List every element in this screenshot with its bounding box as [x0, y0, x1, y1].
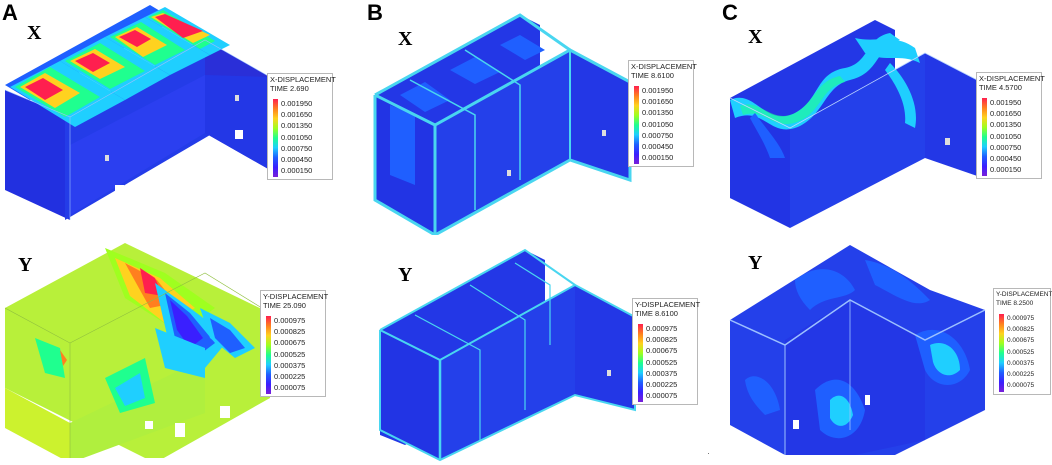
direction-label-c-x: X [748, 26, 763, 48]
legend-value: 0.000375 [274, 360, 306, 370]
legend-colorbar [638, 324, 643, 402]
legend-colorbar [999, 314, 1004, 392]
legend-value: 0.000150 [990, 165, 1022, 175]
legend-time: TIME 8.6100 [631, 71, 674, 80]
legend-value: 0.000075 [1007, 382, 1035, 390]
legend-value: 0.000825 [1007, 326, 1035, 334]
legend-value: 0.001050 [642, 119, 674, 129]
legend-value: 0.000150 [642, 153, 674, 163]
legend-a-x: X-DISPLACEMENT TIME 2.690 0.001950 0.001… [267, 73, 336, 180]
legend-value: 0.000750 [990, 142, 1022, 152]
legend-value: 0.000525 [1007, 348, 1035, 356]
legend-value: 0.000750 [642, 130, 674, 140]
stray-dot [708, 453, 709, 454]
legend-b-y: Y-DISPLACEMENT TIME 8.6100 0.000975 0.00… [632, 298, 701, 405]
legend-value: 0.000675 [1007, 337, 1035, 345]
legend-time: TIME 2.690 [270, 84, 309, 93]
legend-colorbar [982, 98, 987, 176]
legend-c-x: X-DISPLACEMENT TIME 4.5700 0.001950 0.00… [976, 72, 1045, 179]
legend-a-y: Y-DISPLACEMENT TIME 25.090 0.000975 0.00… [260, 290, 329, 397]
fem-model-b-x [373, 13, 632, 235]
legend-value: 0.000975 [274, 316, 306, 325]
fem-model-a-x [5, 5, 271, 220]
legend-value: 0.001350 [281, 121, 313, 131]
legend-value: 0.001050 [990, 131, 1022, 141]
panel-letter-c: C [722, 0, 738, 25]
legend-value: 0.000825 [646, 335, 678, 345]
legend-value: 0.000450 [281, 155, 313, 165]
legend-value: 0.001050 [281, 132, 313, 142]
legend-time: TIME 8.2500 [996, 300, 1034, 307]
legend-time: TIME 25.090 [263, 301, 306, 310]
legend-value: 0.000525 [274, 349, 306, 359]
fem-model-c-y [729, 245, 986, 455]
legend-title: X-DISPLACEMENT [979, 74, 1045, 83]
legend-value: 0.000675 [274, 338, 306, 348]
legend-value: 0.000675 [646, 346, 678, 356]
direction-label-a-x: X [27, 22, 42, 44]
legend-value: 0.000075 [646, 391, 678, 401]
direction-label-c-y: Y [748, 252, 763, 274]
legend-b-x: X-DISPLACEMENT TIME 8.6100 0.001950 0.00… [628, 60, 697, 167]
legend-value: 0.000375 [646, 368, 678, 378]
legend-colorbar [266, 316, 271, 394]
legend-value: 0.000225 [646, 380, 678, 390]
legend-value: 0.001650 [642, 97, 674, 107]
direction-label-b-x: X [398, 28, 413, 50]
legend-value: 0.000150 [281, 166, 313, 176]
fem-model-a-y [5, 243, 271, 458]
legend-c-y: Y-DISPLACEMENT TIME 8.2500 0.000975 0.00… [993, 288, 1052, 395]
legend-value: 0.000525 [646, 357, 678, 367]
legend-value: 0.001650 [990, 109, 1022, 119]
legend-value: 0.000450 [642, 142, 674, 152]
direction-label-b-y: Y [398, 264, 413, 286]
legend-title: X-DISPLACEMENT [631, 62, 697, 71]
legend-value: 0.000750 [281, 143, 313, 153]
legend-colorbar [273, 99, 278, 177]
legend-time: TIME 8.6100 [635, 309, 678, 318]
legend-value: 0.000075 [274, 383, 306, 393]
legend-value: 0.001350 [990, 120, 1022, 130]
direction-label-a-y: Y [18, 254, 33, 276]
fem-model-c-x [729, 20, 984, 228]
legend-title: Y-DISPLACEMENT [996, 291, 1052, 298]
legend-value: 0.000825 [274, 327, 306, 337]
panel-letter-b: B [367, 0, 383, 25]
legend-title: Y-DISPLACEMENT [635, 300, 701, 309]
legend-value: 0.001950 [642, 86, 674, 95]
legend-value: 0.001950 [990, 98, 1022, 107]
legend-value: 0.001950 [281, 99, 313, 108]
legend-value: 0.000450 [990, 154, 1022, 164]
legend-value: 0.000975 [646, 324, 678, 333]
legend-value: 0.000375 [1007, 359, 1035, 367]
legend-value: 0.000225 [274, 372, 306, 382]
fem-model-b-y [379, 248, 636, 462]
legend-value: 0.001350 [642, 108, 674, 118]
legend-title: Y-DISPLACEMENT [263, 292, 329, 301]
legend-colorbar [634, 86, 639, 164]
legend-value: 0.000975 [1007, 315, 1035, 322]
legend-value: 0.000225 [1007, 371, 1035, 379]
legend-title: X-DISPLACEMENT [270, 75, 336, 84]
legend-time: TIME 4.5700 [979, 83, 1022, 92]
legend-value: 0.001650 [281, 110, 313, 120]
panel-letter-a: A [2, 0, 18, 25]
